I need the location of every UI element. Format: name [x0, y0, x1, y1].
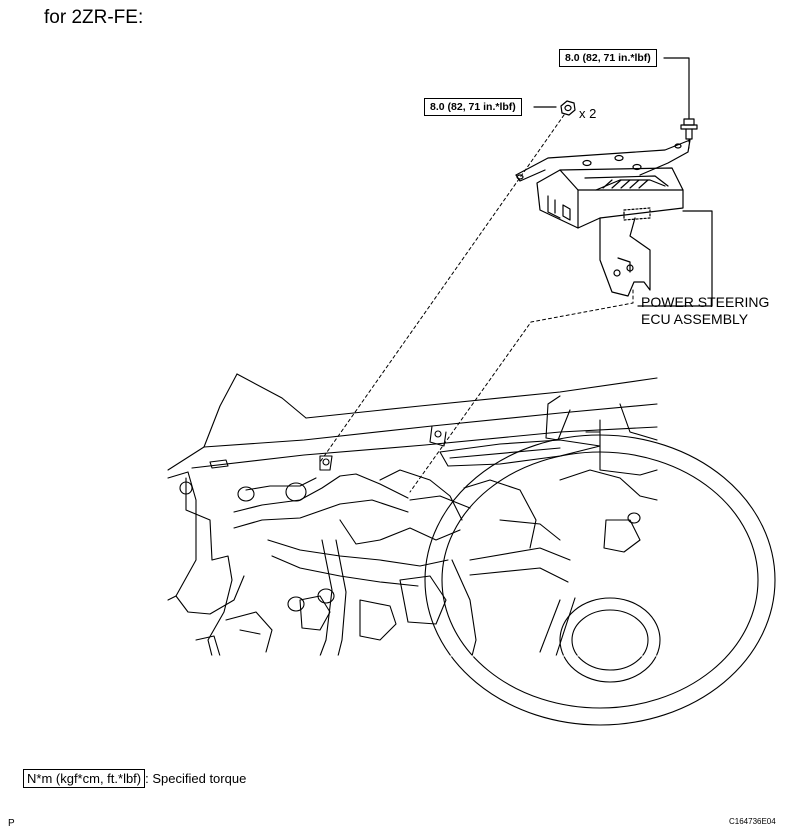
figure-id: C164736E04	[729, 817, 776, 826]
torque-spec-nut: 8.0 (82, 71 in.*lbf)	[424, 98, 522, 116]
torque-legend: N*m (kgf*cm, ft.*lbf): Specified torque	[23, 769, 247, 788]
part-label-line-1: POWER STEERING	[641, 294, 770, 310]
nut-quantity-label: x 2	[579, 106, 597, 121]
torque-unit-box: N*m (kgf*cm, ft.*lbf)	[23, 769, 146, 788]
bolt-illustration	[680, 118, 698, 140]
torque-spec-bolt: 8.0 (82, 71 in.*lbf)	[559, 49, 657, 67]
nut-illustration	[560, 100, 576, 116]
page-marker: P	[8, 818, 15, 829]
legend-description: : Specified torque	[145, 771, 247, 786]
page-heading: for 2ZR-FE:	[44, 7, 144, 28]
ecu-assembly-label: POWER STEERING ECU ASSEMBLY	[641, 294, 769, 328]
dashboard-illustration	[167, 373, 776, 726]
part-label-line-2: ECU ASSEMBLY	[641, 311, 749, 327]
ecu-assembly-illustration	[515, 139, 691, 297]
